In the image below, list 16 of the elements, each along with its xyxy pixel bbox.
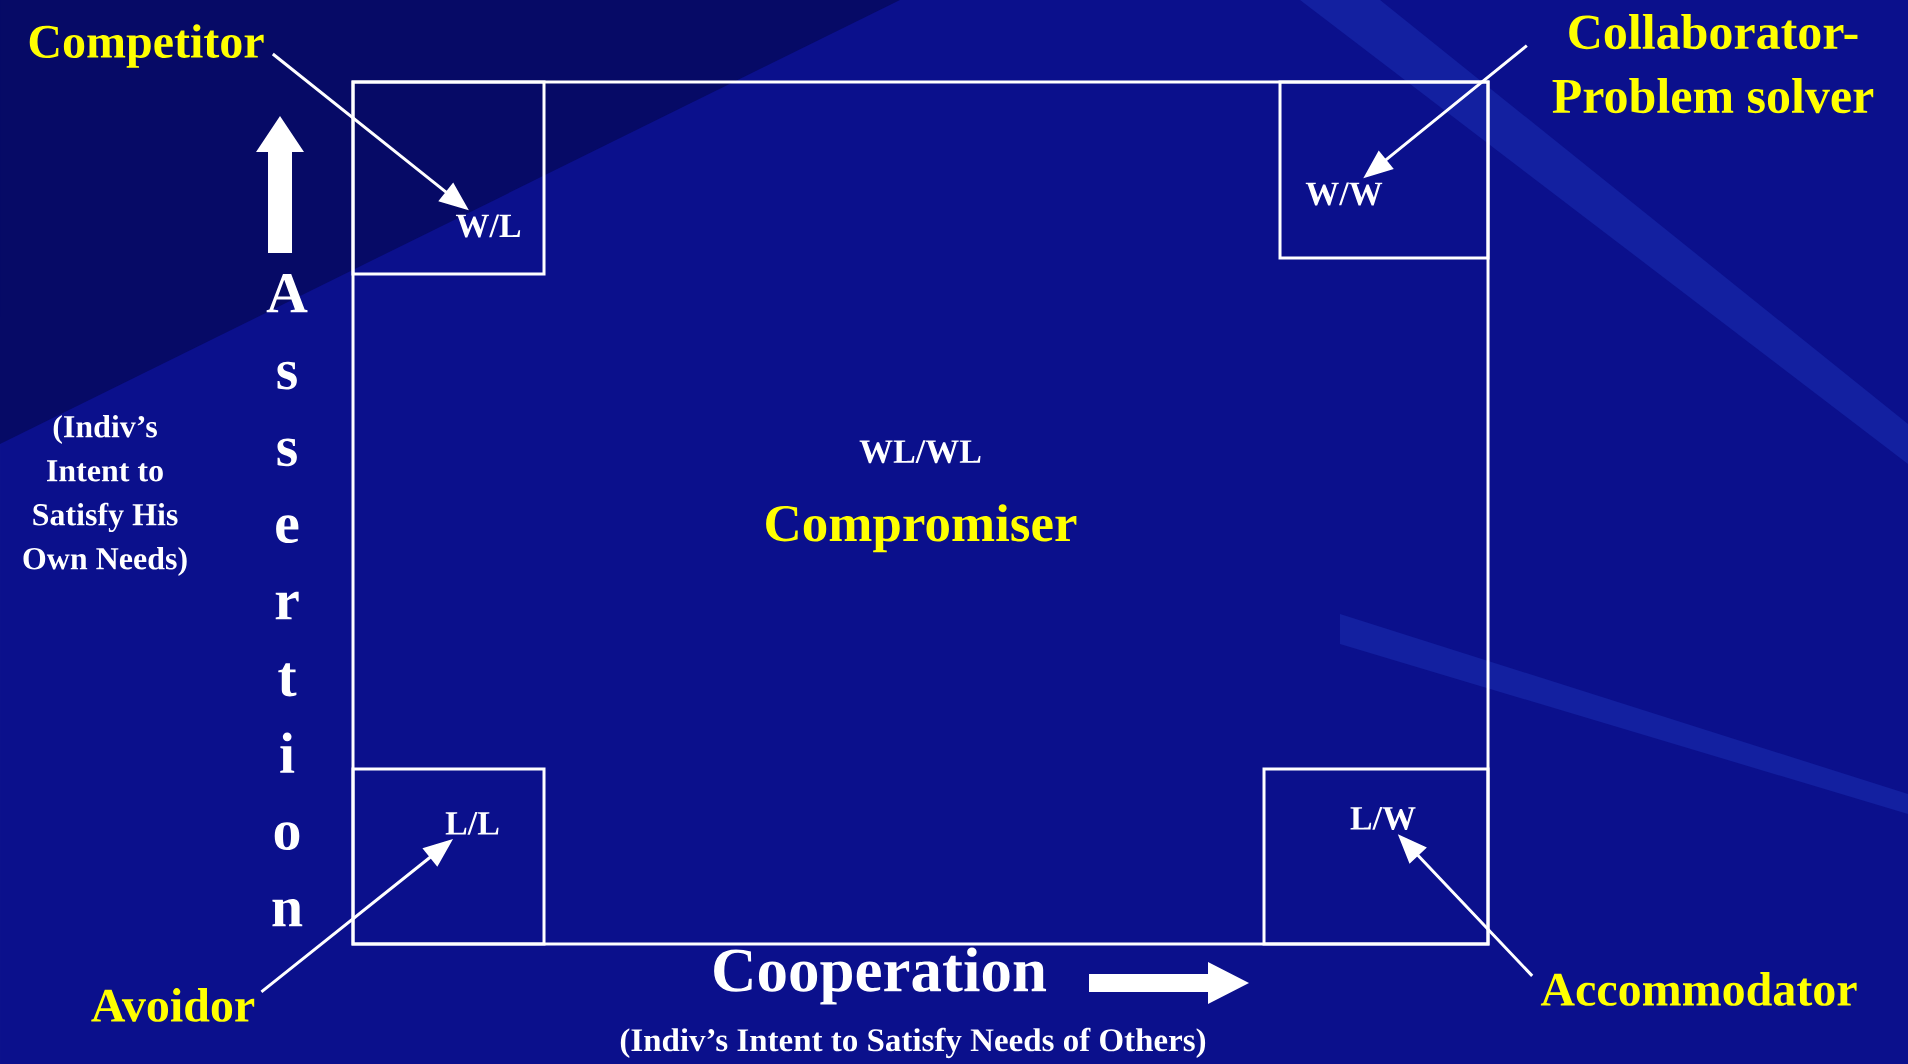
- style-label: Competitor: [29, 24, 264, 68]
- axis-label: Cooperation: [714, 947, 1047, 1005]
- style-label: Accommodator: [1540, 972, 1857, 1006]
- arrow: [259, 840, 452, 994]
- style-label: Collaborator- Problem solver: [1552, 14, 1874, 114]
- axis-note: (Indiv’s Intent to Satisfy His Own Needs): [23, 415, 187, 576]
- style-label: Avoidor: [91, 988, 255, 1022]
- arrow: [1399, 835, 1534, 978]
- arrow: [1364, 44, 1529, 178]
- arrow: [271, 52, 468, 210]
- corner-box: W/W: [1278, 80, 1490, 260]
- corner-box: L/W: [1262, 767, 1490, 946]
- axis-note: (Indiv’s Intent to Satisfy Needs of Others): [620, 1027, 1206, 1059]
- corner-box: W/L: [351, 80, 546, 276]
- axis-label: Assertion: [266, 274, 308, 927]
- corner-box: L/L: [351, 767, 546, 946]
